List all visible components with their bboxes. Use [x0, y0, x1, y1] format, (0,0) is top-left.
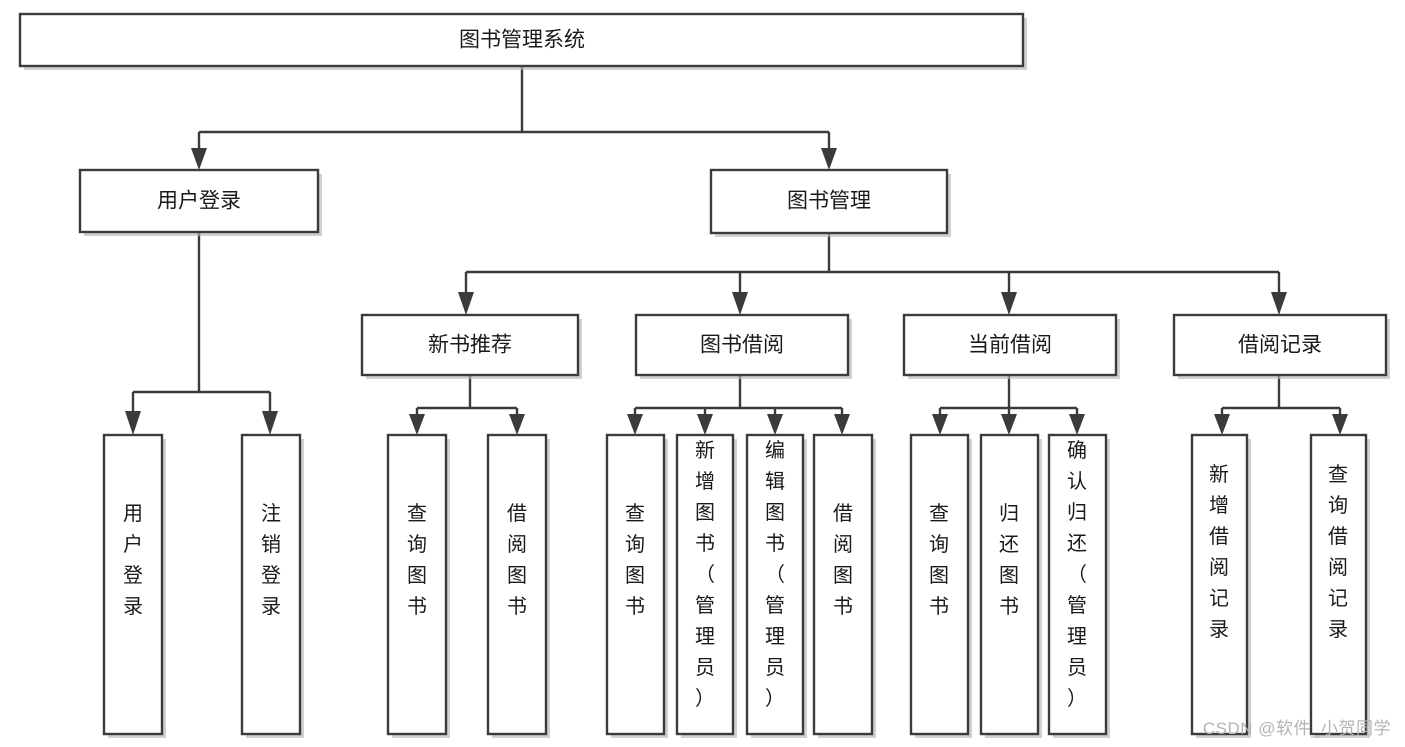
leaf-box [909, 433, 970, 736]
leaf-label: 查询图书 [407, 502, 427, 618]
leaf-user-login-login[interactable]: 用户登录 [102, 433, 166, 738]
arrowhead-bookborrow [732, 292, 748, 315]
book-borrow-box [634, 313, 850, 377]
leaf-box [1047, 433, 1108, 736]
arrowhead-borrow-edit [767, 414, 783, 435]
leaf-box [240, 433, 302, 736]
arrowhead-newbook [458, 292, 474, 315]
leaf-box [486, 433, 548, 736]
arrowhead-borrow-lend [834, 414, 850, 435]
leaf-current-confirm-return[interactable]: 确认归还（管理员） [1047, 433, 1110, 738]
arrowhead-bookmgmt [821, 148, 837, 170]
arrowhead-newbook-query [409, 414, 425, 435]
new-book-recommend-box [360, 313, 580, 377]
node-book-management[interactable]: 图书管理 [709, 168, 951, 237]
leaf-label: 新增借阅记录 [1209, 463, 1229, 641]
user-login-label: 用户登录 [157, 190, 241, 213]
root-box [18, 12, 1025, 68]
arrowhead-currentborrow [1001, 292, 1017, 315]
leaf-record-add[interactable]: 新增借阅记录 [1190, 433, 1251, 738]
arrowhead-current-confirm [1069, 414, 1085, 435]
leaf-label: 借阅图书 [507, 502, 527, 618]
leaf-label: 编辑图书（管理员） [765, 439, 785, 710]
leaf-borrow-edit-book[interactable]: 编辑图书（管理员） [745, 433, 807, 738]
leaf-box [1309, 433, 1368, 736]
leaf-borrow-lend-book[interactable]: 借阅图书 [812, 433, 876, 738]
leaf-user-login-logout[interactable]: 注销登录 [240, 433, 304, 738]
current-borrow-label: 当前借阅 [968, 334, 1052, 357]
borrow-record-box [1172, 313, 1388, 377]
arrowhead-borrowrecord [1271, 292, 1287, 315]
book-borrow-label: 图书借阅 [700, 334, 784, 357]
leaf-label: 查询借阅记录 [1328, 463, 1348, 641]
current-borrow-box [902, 313, 1118, 377]
node-current-borrow[interactable]: 当前借阅 [902, 313, 1120, 379]
node-book-borrow[interactable]: 图书借阅 [634, 313, 852, 379]
leaf-box [979, 433, 1040, 736]
leaf-box [102, 433, 164, 736]
arrowhead-logout-leaf [262, 411, 278, 435]
leaf-box [745, 433, 805, 736]
leaf-borrow-query-book[interactable]: 查询图书 [605, 433, 668, 738]
leaf-box [1190, 433, 1249, 736]
arrowhead-current-return [1001, 414, 1017, 435]
node-user-login[interactable]: 用户登录 [78, 168, 322, 236]
arrowhead-newbook-borrow [509, 414, 525, 435]
arrowhead-current-query [932, 414, 948, 435]
leaf-label: 查询图书 [625, 502, 645, 618]
arrowhead-borrow-add [697, 414, 713, 435]
leaf-current-query-book[interactable]: 查询图书 [909, 433, 972, 738]
leaf-box [386, 433, 448, 736]
leaf-box [812, 433, 874, 736]
leaf-label: 借阅图书 [833, 502, 853, 618]
new-book-recommend-label: 新书推荐 [428, 334, 512, 357]
borrow-record-label: 借阅记录 [1238, 334, 1322, 357]
leaf-label: 注销登录 [261, 502, 281, 618]
leaf-new-book-borrow[interactable]: 借阅图书 [486, 433, 550, 738]
leaf-new-book-query[interactable]: 查询图书 [386, 433, 450, 738]
leaf-label: 用户登录 [123, 503, 143, 618]
node-borrow-record[interactable]: 借阅记录 [1172, 313, 1390, 379]
node-new-book-recommend[interactable]: 新书推荐 [360, 313, 582, 379]
arrowhead-borrow-query [627, 414, 643, 435]
leaf-record-query[interactable]: 查询借阅记录 [1309, 433, 1370, 738]
node-root[interactable]: 图书管理系统 [18, 12, 1027, 70]
leaf-box [675, 433, 735, 736]
leaf-label: 新增图书（管理员） [695, 439, 715, 710]
arrowhead-userlogin [191, 148, 207, 170]
book-management-label: 图书管理 [787, 190, 871, 213]
arrowhead-record-query [1332, 414, 1348, 435]
arrowhead-user-login-leaf [125, 411, 141, 435]
arrowhead-record-add [1214, 414, 1230, 435]
leaf-label: 查询图书 [929, 502, 949, 618]
book-management-box [709, 168, 949, 235]
leaf-box [605, 433, 666, 736]
root-label: 图书管理系统 [459, 29, 585, 52]
edge-layer [125, 66, 1348, 435]
csdn-watermark: CSDN @软件_小贺同学 [1202, 719, 1391, 738]
leaf-label: 归还图书 [999, 502, 1019, 618]
leaf-current-return-book[interactable]: 归还图书 [979, 433, 1042, 738]
leaf-label: 确认归还（管理员） [1067, 439, 1087, 710]
user-login-box [78, 168, 320, 234]
leaf-borrow-add-book[interactable]: 新增图书（管理员） [675, 433, 737, 738]
